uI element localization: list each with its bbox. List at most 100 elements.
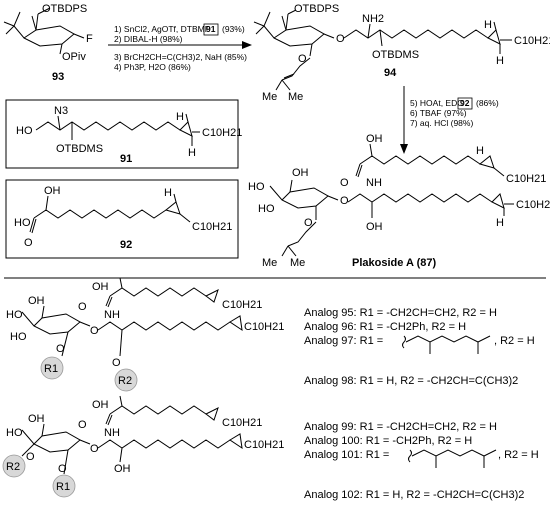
analog-95-label: Analog 95: R1 = -CH2CH=CH2, R2 = H bbox=[304, 307, 497, 319]
nh2-label: NH2 bbox=[362, 13, 384, 25]
reaction-arrow-2-head bbox=[400, 144, 408, 154]
condition-step6: 6) TBAF (97%) bbox=[410, 108, 467, 118]
condition-step5-ref: 92 bbox=[460, 98, 470, 108]
r2-highlight-1 bbox=[114, 368, 138, 392]
nh-label-analog1: NH bbox=[104, 309, 120, 321]
nh-label-analog2: NH bbox=[104, 427, 120, 439]
condition-step5: 5) HOAt, EDC bbox=[410, 98, 463, 108]
amide-o-analog1: O bbox=[78, 301, 87, 313]
ho-label-analog1-b: HO bbox=[10, 331, 27, 343]
chain-o-analog1: O bbox=[112, 357, 121, 369]
c10h21-label-94: C10H21 bbox=[514, 35, 550, 47]
h-label-plakoside-a: H bbox=[476, 145, 484, 157]
ring-o-analog2: O bbox=[58, 463, 67, 475]
h-label-91b: H bbox=[188, 147, 196, 159]
glycoside-o-94: O bbox=[336, 33, 345, 45]
compound-92-label: 92 bbox=[120, 239, 132, 251]
fluoride-label: F bbox=[86, 33, 93, 45]
compound-92-structure bbox=[29, 193, 191, 234]
oh-label-analog1-top: OH bbox=[92, 281, 109, 293]
c10h21-label-91: C10H21 bbox=[202, 127, 242, 139]
ho-label-plakoside-b: HO bbox=[258, 203, 275, 215]
analog-102-label: Analog 102: R1 = H, R2 = -CH2CH=C(CH3)2 bbox=[304, 489, 524, 501]
plakoside-a-label: Plakoside A (87) bbox=[352, 257, 436, 269]
analog-97-prefix: Analog 97: R1 = bbox=[304, 335, 383, 347]
reaction-arrow-1-head bbox=[242, 41, 252, 49]
amide-o-analog2: O bbox=[78, 419, 87, 431]
oh-label-plakoside-top: OH bbox=[366, 133, 383, 145]
condition-step3: 3) BrCH2CH=C(CH3)2, NaH (85%) bbox=[114, 52, 247, 62]
otbdms-label-91: OTBDMS bbox=[56, 143, 103, 155]
r2-label-2: R2 bbox=[6, 461, 20, 473]
c10h21-label-plakoside-b: C10H21 bbox=[516, 199, 550, 211]
compound-91-box bbox=[5, 99, 239, 169]
r1-label-2: R1 bbox=[56, 481, 70, 493]
r2-label-1: R2 bbox=[118, 375, 132, 387]
glycoside-o-analog2: O bbox=[90, 443, 99, 455]
h-label-92: H bbox=[164, 187, 172, 199]
otbdms-label-94: OTBDMS bbox=[372, 49, 419, 61]
c3-o-analog2: O bbox=[26, 451, 35, 463]
oh-label-analog2-chain: OH bbox=[114, 463, 131, 475]
plakoside-a-structure bbox=[269, 143, 514, 257]
n3-label: N3 bbox=[54, 105, 68, 117]
glycoside-o-plakoside: O bbox=[340, 195, 349, 207]
condition-step1-yield: (93%) bbox=[222, 24, 245, 34]
me-label-94a: Me bbox=[262, 91, 277, 103]
opiv-label: OPiv bbox=[62, 51, 86, 63]
analog-97-suffix: , R2 = H bbox=[494, 335, 535, 347]
analog-100-label: Analog 100: R1 = -CH2Ph, R2 = H bbox=[304, 435, 472, 447]
r1-highlight-2 bbox=[52, 474, 76, 498]
h-label-plakoside-b: H bbox=[496, 217, 504, 229]
compound-91-label: 91 bbox=[120, 153, 132, 165]
r1-highlight-1 bbox=[40, 356, 64, 380]
r2-highlight-2 bbox=[2, 454, 26, 478]
reagent-91-box bbox=[203, 23, 219, 36]
condition-step2: 2) DIBAL-H (98%) bbox=[114, 34, 183, 44]
compound-91-structure bbox=[35, 113, 200, 146]
me-label-plakoside-a: Me bbox=[262, 257, 277, 269]
me-label-plakoside-b: Me bbox=[290, 257, 305, 269]
h-label-94b: H bbox=[496, 55, 504, 67]
compound-93-label: 93 bbox=[52, 71, 64, 83]
otbdps-label-93: OTBDPS bbox=[42, 3, 87, 15]
c10h21-label-plakoside-a: C10H21 bbox=[506, 173, 546, 185]
condition-step4: 4) Ph3P, H2O (86%) bbox=[114, 62, 191, 72]
analog-98-label: Analog 98: R1 = H, R2 = -CH2CH=C(CH3)2 bbox=[304, 375, 518, 387]
ho-label-91: HO bbox=[16, 125, 33, 137]
ho-label-analog2: HO bbox=[6, 427, 23, 439]
otbdps-label-94: OTBDPS bbox=[294, 3, 339, 15]
compound-94-structure bbox=[253, 9, 512, 91]
condition-step1-ref: 91 bbox=[206, 24, 216, 34]
c10h21-label-analog1-b: C10H21 bbox=[244, 321, 284, 333]
condition-step1: 1) SnCl2, AgOTf, DTBMP bbox=[114, 24, 211, 34]
compound-93-structure bbox=[3, 7, 85, 55]
ho-label-92: HO bbox=[14, 217, 31, 229]
analog-101-suffix: , R2 = H bbox=[498, 449, 539, 461]
amide-o-label: O bbox=[340, 177, 349, 189]
ring-o-analog1: O bbox=[56, 343, 65, 355]
oh-label-plakoside-c6: OH bbox=[292, 167, 309, 179]
glycoside-o-analog1: O bbox=[90, 325, 99, 337]
compound-94-label: 94 bbox=[384, 67, 397, 79]
h-label-94a: H bbox=[484, 19, 492, 31]
oh-label-analog2-top: OH bbox=[92, 399, 109, 411]
analog-96-label: Analog 96: R1 = -CH2Ph, R2 = H bbox=[304, 321, 466, 333]
oh-label-analog1-c6: OH bbox=[28, 295, 45, 307]
condition-step5-yield: (86%) bbox=[476, 98, 499, 108]
ring-o-plakoside: O bbox=[304, 217, 313, 229]
condition-step7: 7) aq. HCl (98%) bbox=[410, 118, 473, 128]
geranyl-substituent-97 bbox=[402, 335, 491, 354]
analog-scaffold-1-structure bbox=[21, 277, 243, 357]
oh-label-plakoside-chain: OH bbox=[366, 221, 383, 233]
ring-o-94: O bbox=[298, 53, 307, 65]
nh-label-plakoside: NH bbox=[366, 177, 382, 189]
ho-label-analog1-a: HO bbox=[6, 309, 23, 321]
me-label-94b: Me bbox=[288, 91, 303, 103]
c10h21-label-analog1-a: C10H21 bbox=[222, 299, 262, 311]
analog-101-prefix: Analog 101: R1 = bbox=[304, 449, 389, 461]
h-label-91a: H bbox=[176, 111, 184, 123]
c10h21-label-92: C10H21 bbox=[192, 221, 232, 233]
geranyl-substituent-101 bbox=[408, 449, 497, 468]
